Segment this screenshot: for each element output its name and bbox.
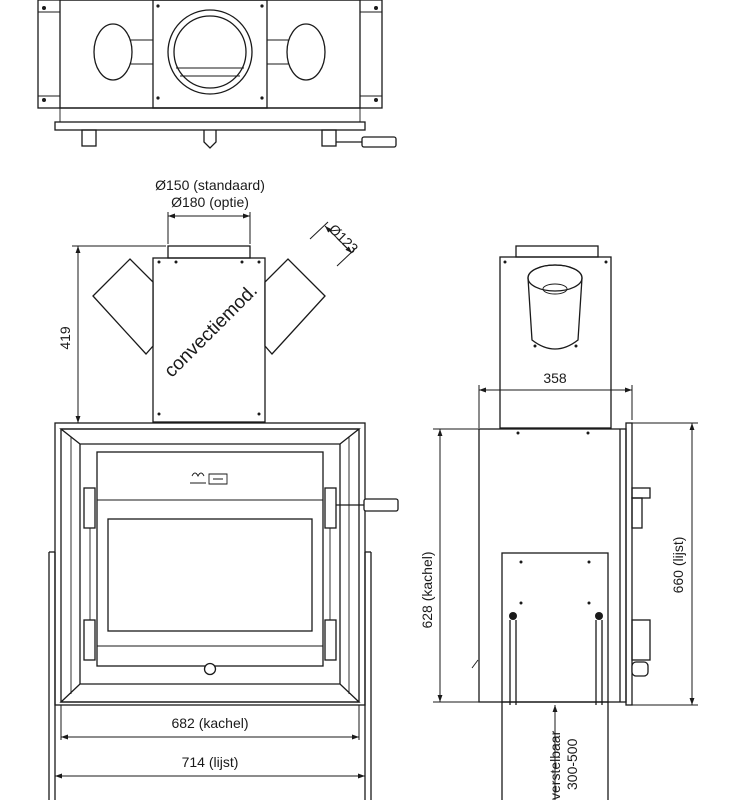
front-view <box>48 245 399 800</box>
height-top-label: 419 <box>57 326 73 350</box>
diameter-option-label: Ø180 (optie) <box>171 194 249 210</box>
diameter-standard-label: Ø150 (standaard) <box>155 177 265 193</box>
width-frame-label: 714 (lijst) <box>182 754 239 770</box>
adjustable-range-label: 300-500 <box>564 738 580 790</box>
height-frame-label: 660 (lijst) <box>670 537 686 594</box>
width-stove-label: 682 (kachel) <box>171 715 248 731</box>
convection-module-label: convectiemod. <box>160 280 261 381</box>
dimension-lines <box>55 212 698 800</box>
brand-logo-icon <box>190 472 228 485</box>
adjustable-title-label: verstelbaar <box>547 730 563 800</box>
side-view <box>471 245 651 800</box>
diameter-side-label: Ø123 <box>326 221 362 257</box>
depth-label: 358 <box>543 370 567 386</box>
height-stove-label: 628 (kachel) <box>419 551 435 628</box>
top-view <box>37 0 397 149</box>
